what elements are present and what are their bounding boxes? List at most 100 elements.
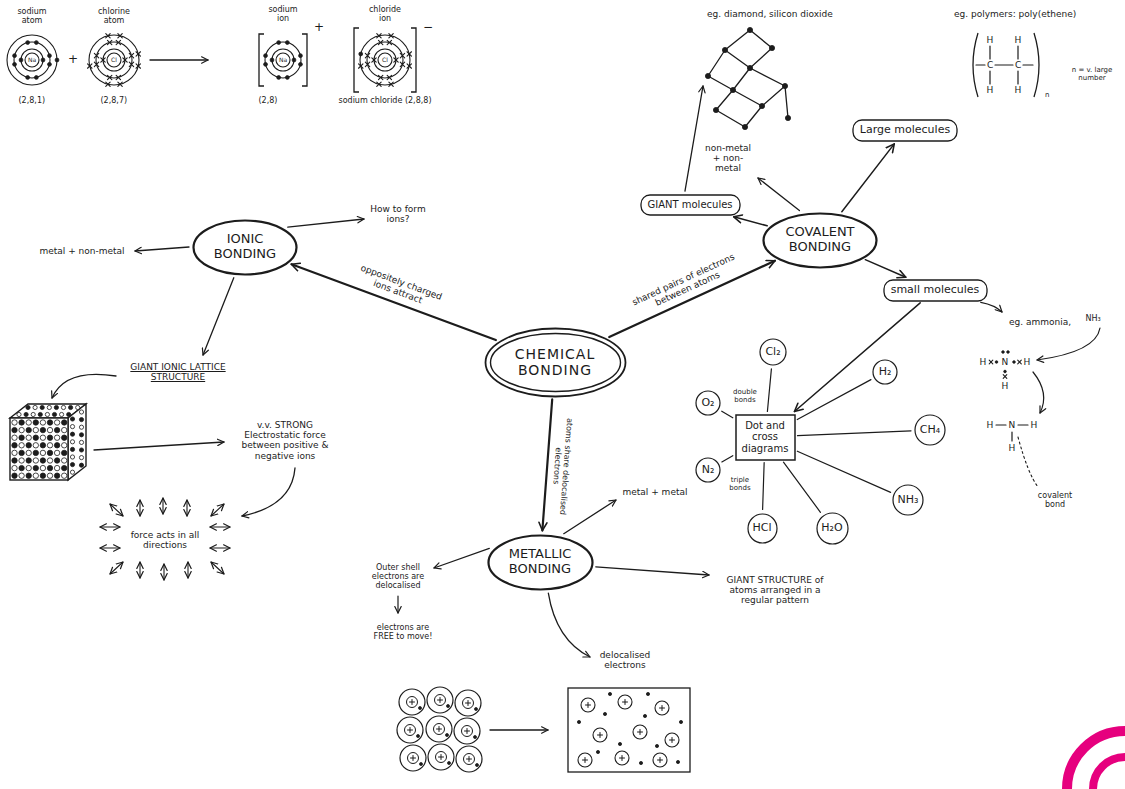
lattice-ion [70, 455, 74, 459]
force-arrow [162, 498, 163, 514]
atom-symbol: H [1015, 35, 1022, 45]
electron-dot [277, 76, 281, 80]
ion-bracket [354, 28, 359, 92]
leader-arrow [1037, 328, 1100, 360]
electron-dot [48, 54, 52, 58]
atom-nucleus [25, 53, 39, 67]
ion-bracket [411, 28, 416, 92]
logo-arc [1093, 757, 1125, 789]
metal-ion [615, 751, 629, 765]
lattice-ion [12, 450, 17, 455]
leader-arrow [135, 247, 189, 251]
diamond-atom [769, 45, 774, 50]
electron-dot [447, 705, 450, 708]
electron-dot [299, 62, 303, 66]
force-arrow [210, 526, 230, 527]
molecule-circle: H₂ [872, 359, 898, 385]
positive-sign [413, 756, 414, 761]
positive-sign [672, 738, 673, 743]
electron-cross [389, 34, 393, 38]
lattice-ion [61, 465, 66, 470]
lattice-ion [12, 465, 17, 470]
electron-dot [277, 41, 281, 45]
lattice-ion [47, 420, 52, 425]
lattice-ion [12, 473, 17, 478]
lattice-ion [79, 448, 83, 452]
force-arrow [110, 562, 123, 574]
lattice-ion [61, 420, 66, 425]
lattice-ion [79, 440, 83, 444]
lattice-ion [33, 427, 38, 432]
lattice-ion [19, 435, 24, 440]
nucleus-symbol: Na [28, 57, 36, 64]
lattice-ion [12, 427, 17, 432]
electron-dot [285, 76, 289, 80]
covalent-bond-line [1018, 424, 1028, 425]
force-arrow [211, 504, 224, 516]
positive-sign [468, 701, 469, 706]
electron-cross [389, 34, 393, 38]
diamond-atom [785, 115, 790, 120]
leader-arrow [981, 302, 1002, 312]
lattice-ion [26, 458, 31, 463]
oval-outline [764, 213, 877, 267]
rounded-outline [884, 280, 987, 301]
electron-cross [989, 360, 993, 364]
leader-arrow [548, 593, 590, 657]
node-label: Large molecules [860, 124, 950, 137]
lattice-ion [79, 410, 83, 414]
leader-arrow [288, 219, 364, 227]
positive-sign [412, 700, 413, 705]
leader-arrow [203, 278, 234, 355]
lattice-ion [79, 456, 83, 460]
lattice-ion [54, 420, 59, 425]
note-text: n = v. large number [1070, 66, 1114, 82]
metal-ion [618, 695, 632, 709]
circle-outline [817, 513, 848, 544]
electron-cross [377, 34, 381, 38]
electron-cross [377, 82, 381, 86]
connector-arrow [794, 303, 920, 412]
metal-ion [463, 698, 474, 709]
metal-atom [400, 745, 426, 771]
metal-ion [434, 724, 445, 735]
note-text: How to form ions? [363, 204, 433, 225]
lattice-ion [40, 450, 45, 455]
molecule-circle: N₂ [695, 457, 721, 483]
force-arrow [100, 526, 120, 527]
diamond-atom [747, 27, 752, 32]
connector-arrow [797, 431, 911, 436]
circle-outline [748, 514, 777, 543]
node-label: METALLIC BONDING [500, 547, 580, 577]
diamond-atom [782, 83, 787, 88]
electron-cross [365, 53, 369, 57]
atom-symbol: N [1009, 420, 1016, 430]
lattice-ion [19, 450, 24, 455]
electron-shell [96, 42, 132, 78]
electron-dot [1004, 370, 1007, 373]
oval-outline [488, 535, 592, 589]
node-label: small molecules [891, 284, 980, 297]
electron-cross [118, 34, 122, 38]
electron-cross [136, 64, 140, 68]
node-label: CH₄ [920, 424, 940, 437]
positive-sign [410, 728, 411, 733]
node-label: NH₃ [898, 494, 919, 507]
bond-note: triple bonds [722, 476, 758, 492]
electron-cross [365, 62, 369, 66]
diamond-bond [733, 68, 750, 90]
metal-ion [462, 726, 473, 737]
leader-arrow [564, 500, 616, 534]
lattice-ion [67, 412, 71, 416]
electron-dot [1013, 361, 1016, 364]
electron-dot [577, 720, 580, 723]
metal-ion [633, 725, 647, 739]
diamond-bond [750, 30, 772, 48]
atom-nucleus [276, 53, 290, 67]
rounded-outline [853, 120, 957, 141]
atom-symbol: C [987, 60, 993, 70]
lattice-ion [33, 473, 38, 478]
leader-arrow [242, 468, 295, 516]
electron-dot [48, 62, 52, 66]
node-label: O₂ [701, 397, 714, 410]
